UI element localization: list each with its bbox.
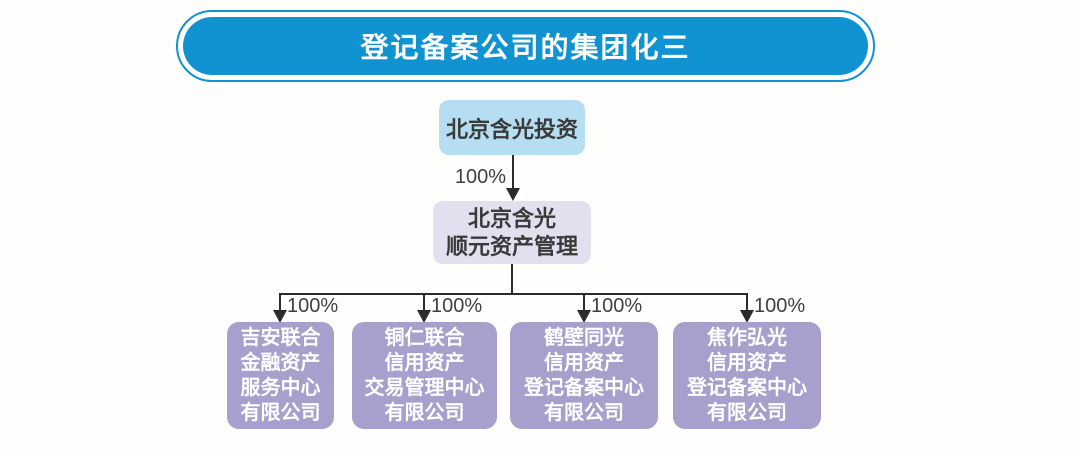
node-child-3-line1: 鹤壁同光: [544, 326, 624, 349]
node-child-4-line4: 有限公司: [707, 401, 787, 424]
ownership-label-child-4: 100%: [754, 295, 806, 317]
ownership-label-child-1: 100%: [287, 295, 339, 317]
node-child-1-line2: 金融资产: [240, 351, 321, 374]
node-child-1-line3: 服务中心: [240, 376, 321, 399]
node-child-2-line2: 信用资产: [384, 351, 465, 374]
connector-child-4: [746, 293, 748, 313]
node-root-label: 北京含光投资: [445, 116, 578, 142]
node-child-2-line4: 有限公司: [384, 401, 465, 424]
ownership-label-child-2: 100%: [431, 295, 483, 317]
node-child-2-line1: 铜仁联合: [384, 326, 465, 349]
node-parent-company: 北京含光 顺元资产管理: [433, 201, 591, 264]
arrowhead-down-icon: [417, 310, 431, 323]
node-child-2-line3: 交易管理中心: [364, 376, 485, 399]
node-child-4: 焦作弘光 信用资产 登记备案中心 有限公司: [673, 322, 821, 429]
ownership-label-child-3: 100%: [591, 295, 643, 317]
connector-child-3: [583, 293, 585, 313]
connector-children-rail: [280, 293, 748, 295]
connector-child-1: [279, 293, 281, 313]
title-banner: 登记备案公司的集团化三: [176, 10, 875, 82]
arrowhead-down-icon: [577, 310, 591, 323]
node-child-4-line3: 登记备案中心: [687, 376, 807, 399]
node-child-3-line4: 有限公司: [544, 401, 624, 424]
title-banner-fill: 登记备案公司的集团化三: [183, 17, 868, 75]
node-child-1: 吉安联合 金融资产 服务中心 有限公司: [227, 322, 334, 429]
node-child-4-line2: 信用资产: [707, 351, 787, 374]
node-child-1-line1: 吉安联合: [240, 326, 321, 349]
connector-root-parent: [512, 155, 514, 190]
connector-child-2: [423, 293, 425, 313]
node-parent-label-line2: 顺元资产管理: [445, 233, 578, 259]
page-title: 登记备案公司的集团化三: [360, 32, 691, 63]
arrowhead-down-icon: [740, 310, 754, 323]
node-root-company: 北京含光投资: [439, 100, 585, 155]
node-child-1-line4: 有限公司: [240, 401, 321, 424]
node-child-4-line1: 焦作弘光: [707, 326, 787, 349]
node-child-3: 鹤壁同光 信用资产 登记备案中心 有限公司: [510, 322, 658, 429]
arrowhead-down-icon: [273, 310, 287, 323]
node-child-3-line3: 登记备案中心: [524, 376, 644, 399]
arrowhead-down-icon: [506, 188, 520, 201]
node-child-2: 铜仁联合 信用资产 交易管理中心 有限公司: [352, 322, 497, 429]
node-child-3-line2: 信用资产: [544, 351, 624, 374]
connector-parent-stem: [511, 264, 513, 295]
ownership-label-root: 100%: [454, 166, 506, 188]
node-parent-label-line1: 北京含光: [467, 205, 556, 231]
